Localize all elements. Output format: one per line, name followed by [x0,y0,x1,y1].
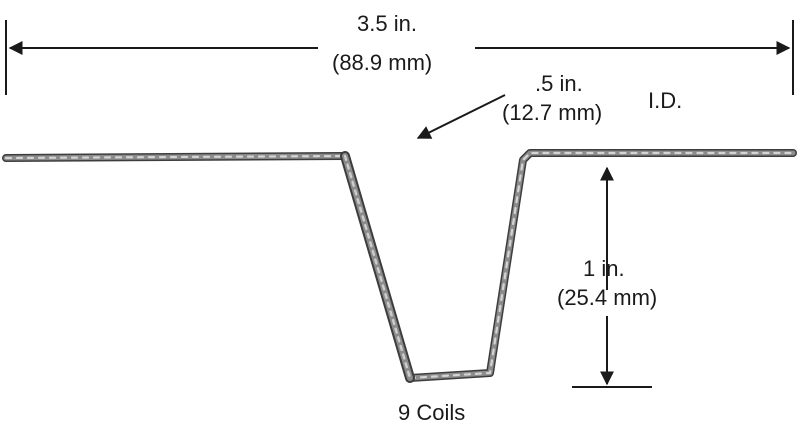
inner-diameter-metric-label: (12.7 mm) [502,100,603,125]
inner-diameter-suffix-label: I.D. [648,88,683,113]
inner-diameter-label: .5 in. [535,71,583,96]
left-lead-wire-highlight [4,154,347,160]
coil-wire-highlight [343,154,412,380]
right-lead-wire-strand [407,150,796,381]
coil-wire-strand [342,153,413,381]
length-metric-label: (88.9 mm) [332,50,433,75]
height-label: 1 in. [583,256,625,281]
id-leader-arrow [416,94,506,139]
length-label: 3.5 in. [357,11,417,36]
coil-count-label: 9 Coils [398,400,466,425]
twisted-wire-filament [2,149,797,383]
height-metric-label: (25.4 mm) [557,285,658,310]
